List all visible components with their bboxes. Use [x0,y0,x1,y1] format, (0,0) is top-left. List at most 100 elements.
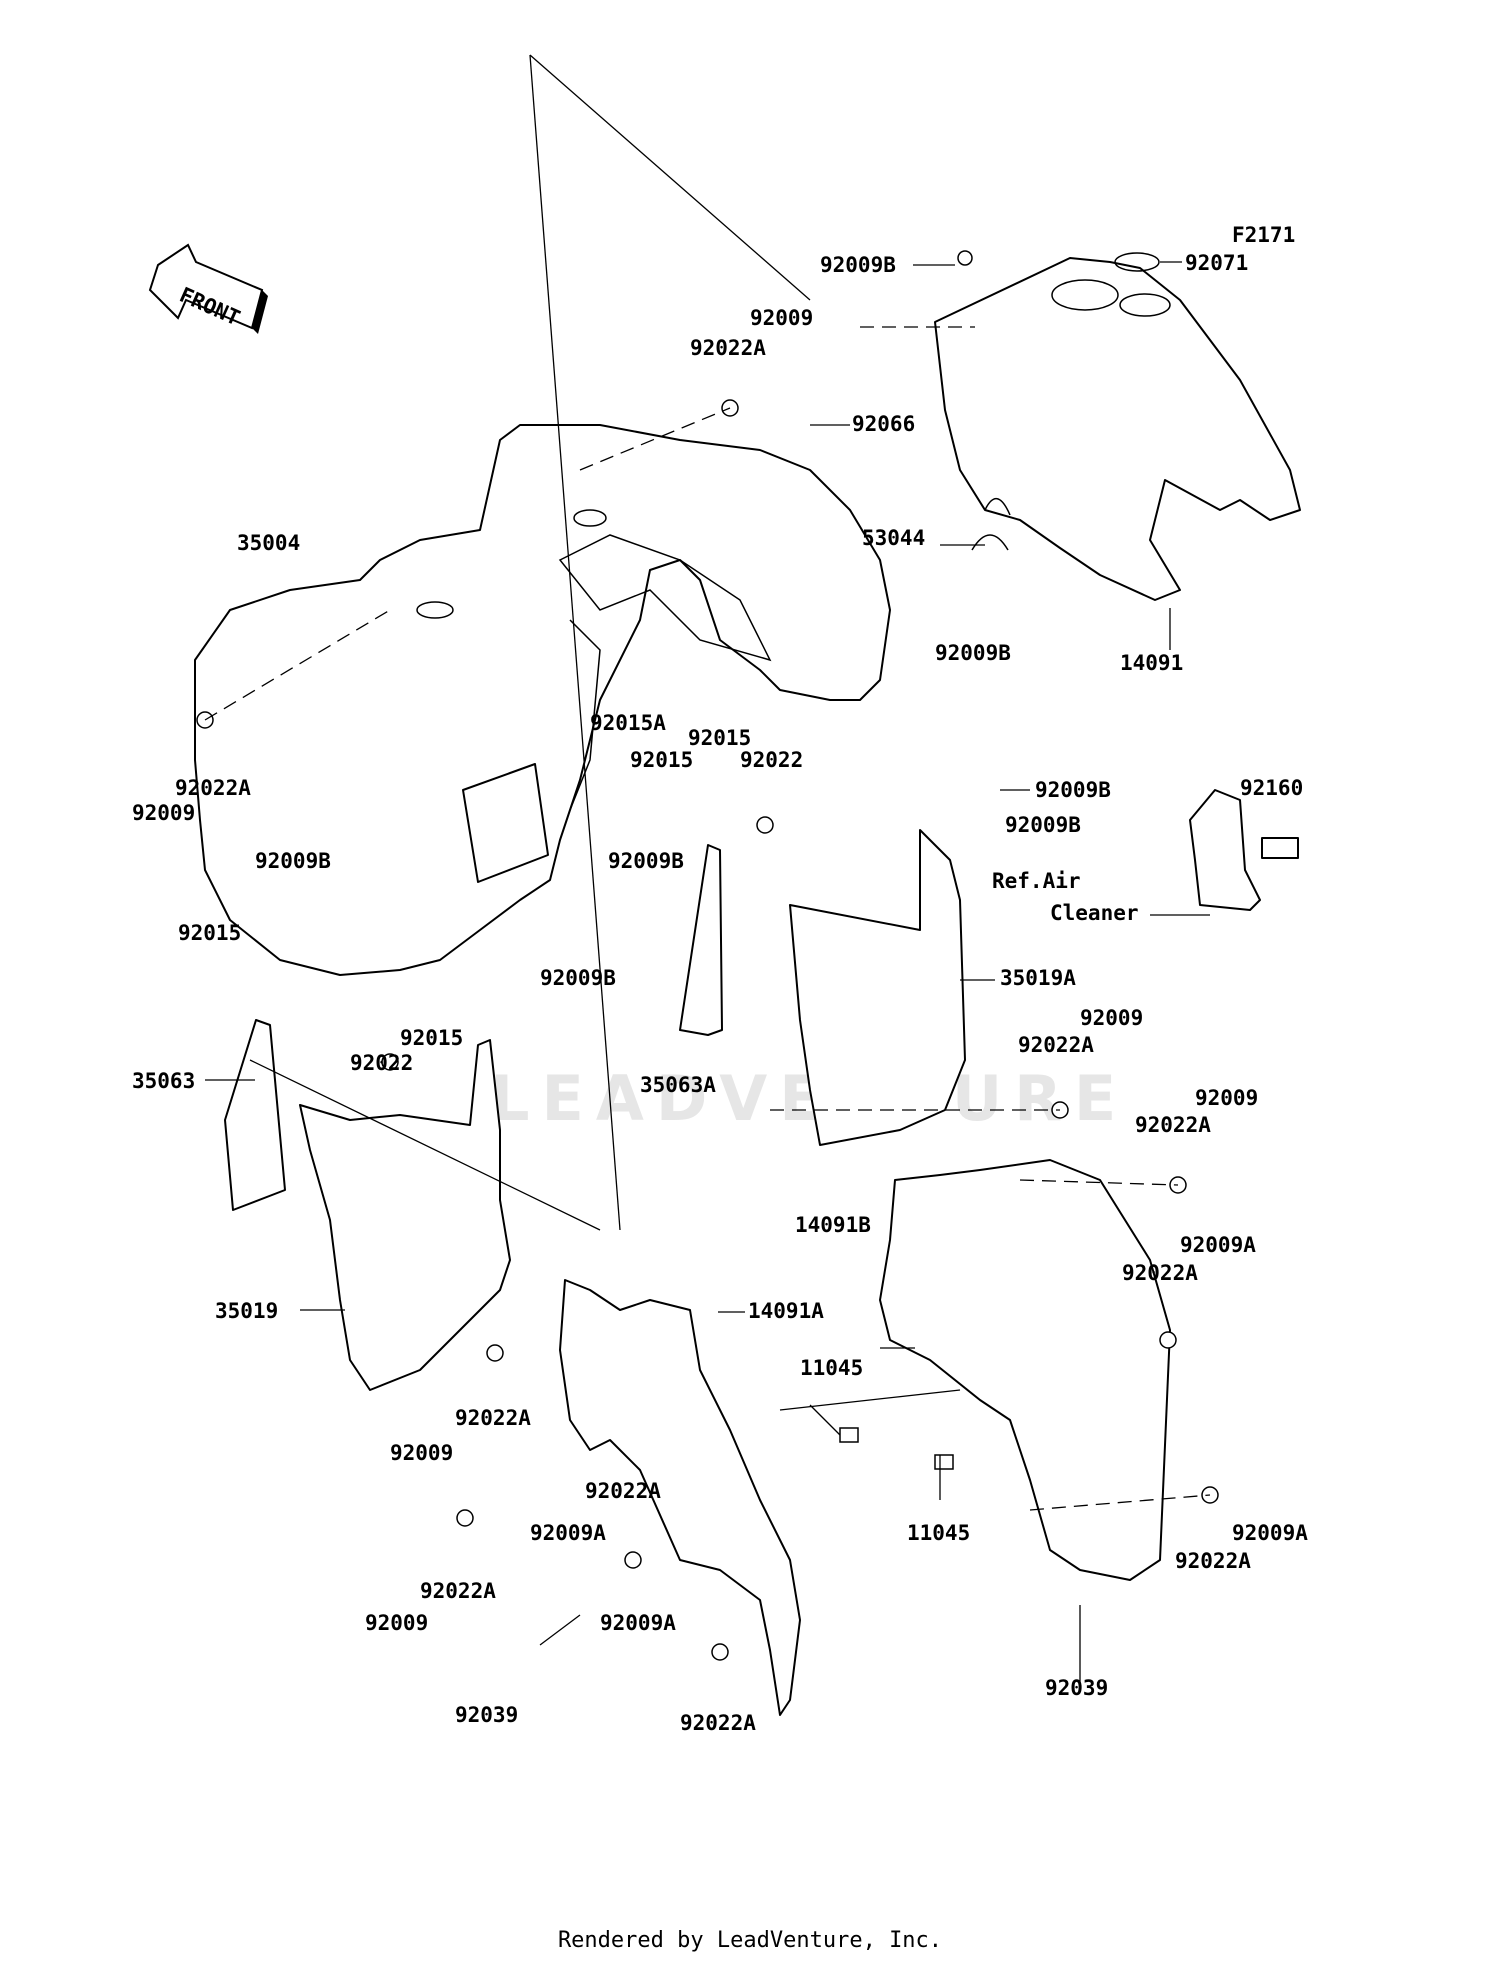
callout-label: 92009 [750,306,813,330]
callout-label: 92009 [1080,1006,1143,1030]
fender-hole-1 [416,601,454,619]
callout-label: 92022A [1175,1549,1251,1573]
callout-label: 92009 [132,801,195,825]
callout-label: 92022A [690,336,766,360]
assembly-line [529,54,811,301]
callout-label: 92009 [390,1441,453,1465]
part-14091B-fender [879,1159,1171,1581]
callout-label: 92009B [935,641,1011,665]
callout-label: 92009A [600,1611,676,1635]
watermark: LEADVENTURE [490,1062,1128,1135]
bolt-icon [957,250,973,266]
callout-label: 92009B [255,849,331,873]
washer-icon [624,1551,642,1569]
fender-hole-2 [573,509,607,527]
leader-lines [205,261,1210,1690]
callout-label: 92015A [590,711,666,735]
callout-label: 35063A [640,1073,716,1097]
callout-label: 92022A [420,1579,496,1603]
callout-label: 35004 [237,531,300,555]
part-35063-bracket [224,1019,286,1211]
callout-label: 92022A [1018,1033,1094,1057]
callout-label: 92009B [1035,778,1111,802]
assembly-line [1029,1494,1211,1511]
part-14091-cover [934,257,1301,601]
callout-label: 53044 [862,526,925,550]
callout-label: 92022A [1122,1261,1198,1285]
fender-vent [462,763,549,883]
callout-label: 92009 [365,1611,428,1635]
callout-label: 92022A [1135,1113,1211,1137]
cover-hole-1 [1051,279,1119,311]
assembly-line [779,1389,961,1411]
callout-label: 92022A [680,1711,756,1735]
clip-53044 [971,534,1009,551]
part-35019-guard [299,1039,511,1391]
callout-label: 92009B [608,849,684,873]
washer-icon [456,1509,474,1527]
assembly-line [579,407,731,471]
air-cleaner-duct [1189,789,1261,911]
part-92160-pad [1261,837,1299,859]
footer-credit: Rendered by LeadVenture, Inc. [557,1928,943,1953]
cover-clip [984,498,1011,516]
clip-11045-icon [934,1454,954,1470]
leader-line [539,1614,581,1646]
washer-icon [756,816,774,834]
callout-labels: 92009B 92071 92009 92022A 92066 53044 92… [132,251,1308,1735]
callout-label: 92071 [1185,251,1248,275]
callout-label: Cleaner [1050,901,1139,925]
callout-label: 92009A [530,1521,606,1545]
figure-code: F2171 [1232,223,1295,247]
assembly-line [204,609,391,721]
callout-label: 14091 [1120,651,1183,675]
leader-line [809,1404,841,1436]
part-14091A-fender [559,1279,801,1716]
assembly-line [249,1059,601,1231]
part-35063A-bracket [679,844,723,1036]
callout-label: 92009A [1232,1521,1308,1545]
washer-icon [381,1053,399,1071]
callout-label: 92009B [820,253,896,277]
callout-label: 92022 [740,748,803,772]
clip-11045-icon [839,1427,859,1443]
callout-label: 92039 [1045,1676,1108,1700]
front-arrow-icon: FRONT [148,243,268,334]
callout-label: 11045 [907,1521,970,1545]
washer-icon [486,1344,504,1362]
callout-label: 92009B [1005,813,1081,837]
cover-hole-2 [1119,293,1171,317]
callout-label: 92015 [400,1026,463,1050]
fender-stay [569,619,601,811]
washer-icon [1159,1331,1177,1349]
callout-label: 14091A [748,1299,824,1323]
callout-label: 92066 [852,412,915,436]
callout-label: 92009 [1195,1086,1258,1110]
callout-label: Ref.Air [992,869,1081,893]
callout-label: 92022A [175,776,251,800]
fender-bracket [558,534,772,662]
assembly-lines [204,54,1211,1511]
callout-label: 92015 [178,921,241,945]
part-35004-fender [194,424,891,976]
callout-label: 92009B [540,966,616,990]
callout-label: 92022A [585,1479,661,1503]
callout-label: 92015 [688,726,751,750]
callout-label: 92022 [350,1051,413,1075]
hardware-bolts [196,250,1219,1661]
callout-label: 35019A [1000,966,1076,990]
callout-label: 92160 [1240,776,1303,800]
callout-label: 92039 [455,1703,518,1727]
washer-icon [711,1643,729,1661]
grommet-92071 [1114,252,1160,272]
callout-label: 14091B [795,1213,871,1237]
assembly-line [529,54,621,1231]
callout-label: 35063 [132,1069,195,1093]
callout-label: 92009A [1180,1233,1256,1257]
assembly-line [1019,1179,1179,1186]
callout-label: 11045 [800,1356,863,1380]
part-35019A-guard [789,829,966,1146]
callout-label: 92022A [455,1406,531,1430]
callout-label: 35019 [215,1299,278,1323]
